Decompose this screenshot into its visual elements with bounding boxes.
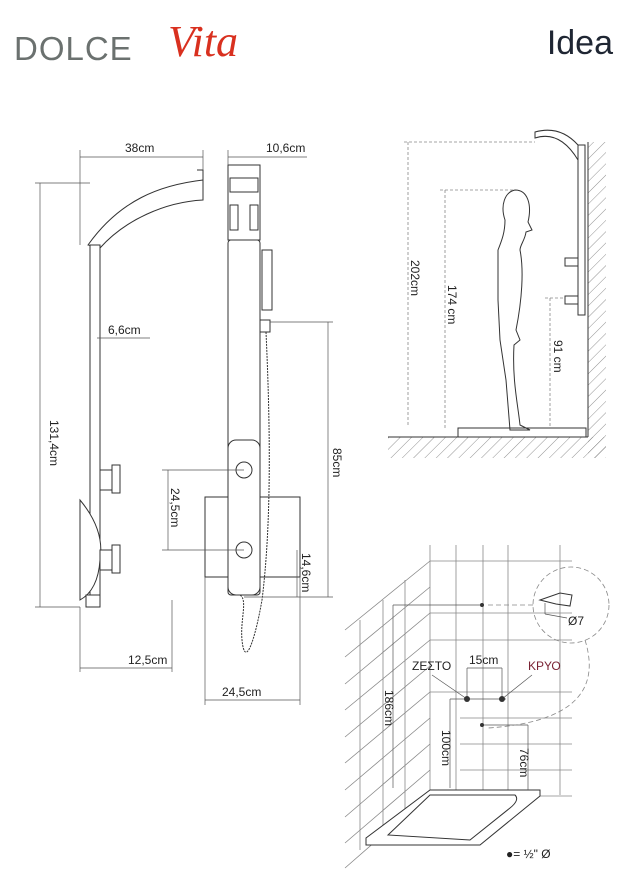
plumbing-inlet-height-label: 100cm xyxy=(439,730,453,766)
front-view: 10,6cm 24,5cm 85cm 14,6cm 24,5cm xyxy=(162,141,344,705)
front-base-width-label: 24,5cm xyxy=(222,685,261,699)
front-valve-spacing-label: 24,5cm xyxy=(168,488,182,527)
side-depth-label: 6,6cm xyxy=(108,323,141,337)
plumbing-top-height-label: 186cm xyxy=(382,690,396,726)
front-bottom-offset-label: 14,6cm xyxy=(299,553,313,592)
side-height-label: 131,4cm xyxy=(47,420,61,466)
brand-logo-dolce: DOLCE xyxy=(14,30,133,67)
plumbing-low-height-label: 76cm xyxy=(517,748,531,777)
hot-water-label: ΖΕΣΤΟ xyxy=(412,659,451,673)
install-total-height-label: 202cm xyxy=(408,260,422,296)
plumbing-view: 186cm 100cm 76cm 15cm ΖΕΣΤΟ ΚΡΥΟ Ø7 ●= ½… xyxy=(344,545,610,869)
front-top-width-label: 10,6cm xyxy=(266,141,305,155)
side-view: 38cm 6,6cm 12,5cm 131,4cm xyxy=(35,141,204,672)
brand-logo: DOLCE Vita xyxy=(14,12,264,67)
plumbing-spacing-label: 15cm xyxy=(469,653,498,667)
install-valve-height-label: 91 cm xyxy=(551,340,565,373)
hose-diameter-label: Ø7 xyxy=(568,614,584,628)
model-title: Idea xyxy=(546,24,613,62)
side-bottom-label: 12,5cm xyxy=(128,653,167,667)
side-width-label: 38cm xyxy=(125,141,154,155)
brand-logo-vita: Vita xyxy=(168,17,239,66)
install-person-height-label: 174 cm xyxy=(445,285,459,324)
pipe-size-legend: ●= ½" Ø xyxy=(506,847,551,861)
install-view: 202cm 174 cm 91 cm xyxy=(388,129,606,458)
cold-water-label: ΚΡΥΟ xyxy=(528,659,561,673)
front-hose-height-label: 85cm xyxy=(330,448,344,477)
